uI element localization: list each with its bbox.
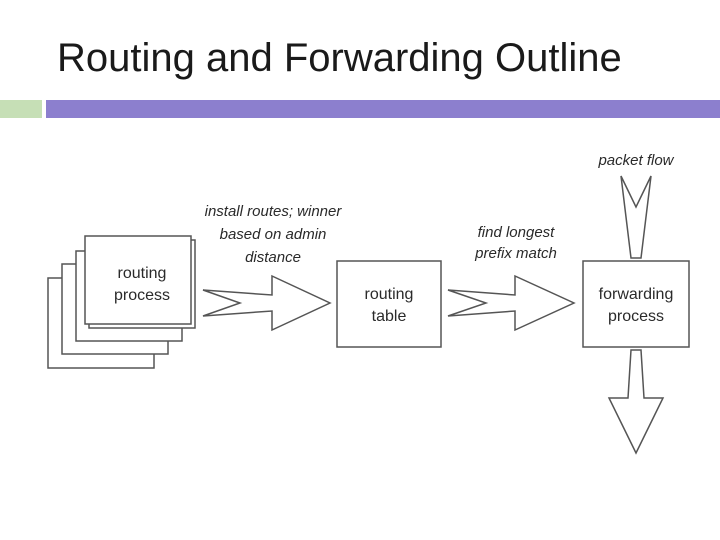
accent-bar-green (0, 100, 42, 118)
packet-flow-label: packet flow (597, 152, 674, 169)
forwarding-process-label-1: forwarding (599, 286, 674, 303)
install-arrow (202, 274, 332, 332)
routing-table-label-2: table (372, 308, 407, 325)
install-label-1: install routes; winner (205, 203, 343, 220)
packet-flow-arrow-in (620, 175, 652, 259)
routing-table-box (336, 260, 442, 348)
forwarding-process-label-2: process (608, 308, 664, 325)
forwarding-process-box (582, 260, 690, 348)
routing-process-label-1: routing (118, 265, 167, 282)
accent-bar-purple (46, 100, 720, 118)
routing-table-label-1: routing (365, 286, 414, 303)
lookup-arrow (447, 274, 576, 332)
routing-process-label-2: process (114, 287, 170, 304)
page-title: Routing and Forwarding Outline (57, 36, 622, 80)
routing-process-box-inner (84, 235, 192, 325)
lookup-label-2: prefix match (474, 245, 557, 262)
packet-flow-arrow-out (607, 349, 665, 455)
routing-process-stack (47, 235, 196, 369)
install-label-2: based on admin (220, 226, 327, 243)
lookup-label-1: find longest (478, 224, 556, 241)
install-label-3: distance (245, 249, 301, 266)
